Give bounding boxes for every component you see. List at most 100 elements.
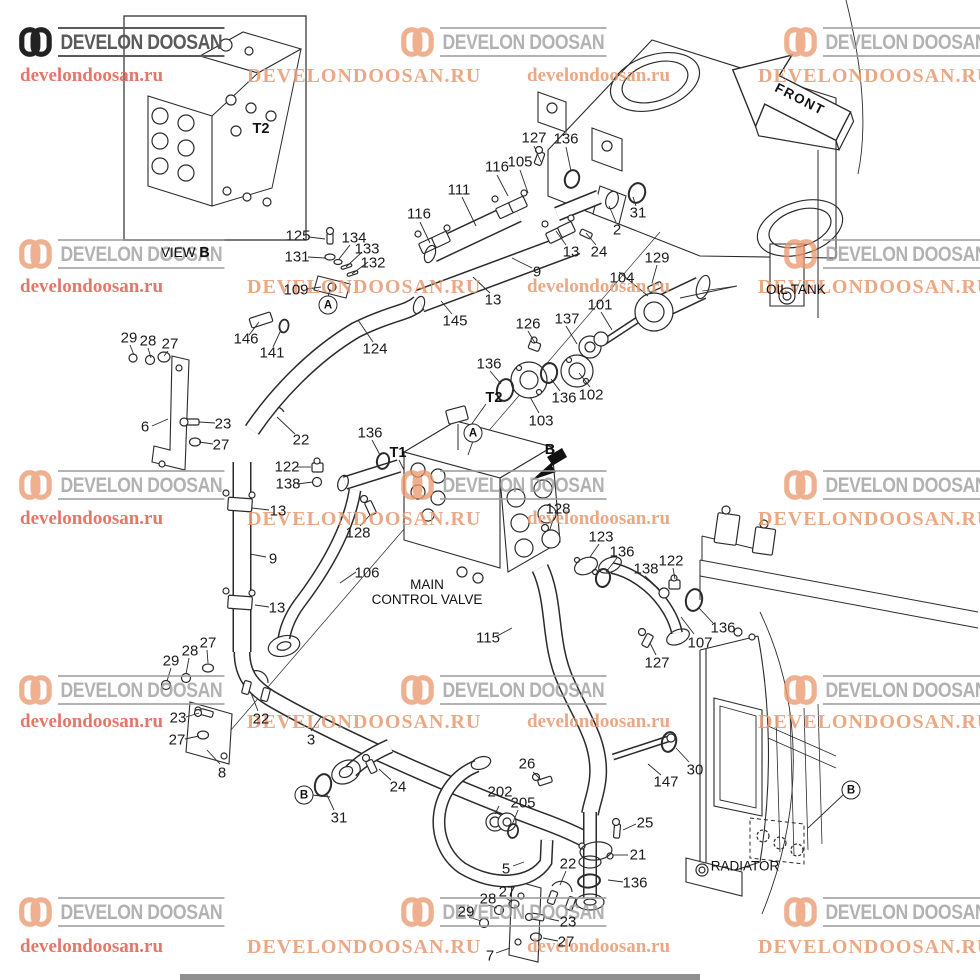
fitting-rect: [241, 680, 252, 695]
leader-line: [461, 196, 477, 227]
detail-marker-b: B: [841, 780, 861, 800]
develon-doosan-logo-text: DEVELON DOOSAN: [58, 238, 225, 270]
leader-line: [184, 735, 200, 740]
fitting-circle: [151, 107, 169, 125]
fitting-rect: [431, 231, 451, 248]
fitting-circle: [514, 938, 522, 946]
fitting-circle: [568, 362, 586, 380]
oring-ellipse: [338, 765, 354, 779]
leader-line: [249, 553, 267, 558]
fitting-circle: [175, 364, 183, 372]
fitting-circle: [519, 370, 539, 390]
leader-line: [807, 794, 844, 829]
fitting-circle: [222, 489, 230, 497]
oring-ellipse: [267, 634, 301, 658]
fitting-rect: [641, 633, 654, 648]
leader-line: [675, 747, 690, 763]
pipe-body: [612, 737, 669, 759]
leader-line: [549, 516, 555, 530]
pipe-body: [434, 761, 552, 886]
fitting-circle: [540, 523, 550, 533]
fitting-circle: [359, 494, 369, 504]
view-b-caption-text: VIEW: [161, 245, 196, 260]
leader-line: [532, 771, 542, 781]
port-label: T2: [485, 390, 503, 406]
part-number-label: 122: [274, 458, 300, 476]
fitting-rect: [579, 228, 593, 240]
diagram-path: [551, 880, 573, 893]
fitting-rect: [364, 500, 377, 516]
fitting-circle: [531, 772, 541, 782]
fitting-circle: [748, 633, 756, 641]
leader-line: [550, 378, 561, 392]
develon-doosan-logo: DEVELON DOOSAN: [18, 25, 261, 59]
diagram-path: [719, 705, 757, 809]
fitting-circle: [537, 504, 557, 524]
develon-doosan-logo: DEVELON DOOSAN: [18, 895, 261, 929]
part-number-label: 136: [622, 874, 648, 892]
leader-line: [467, 440, 474, 456]
leader-line: [357, 319, 374, 343]
oring-ellipse: [507, 823, 519, 839]
leader-line: [185, 712, 200, 718]
fitting-circle: [578, 842, 586, 850]
part-number-label: 145: [442, 312, 468, 330]
oring-ellipse: [563, 169, 581, 189]
front-arrow: [731, 53, 852, 142]
part-number-label: 137: [554, 310, 580, 328]
fitting-circle: [144, 354, 156, 366]
fitting-circle: [245, 102, 257, 114]
pipe-body: [610, 563, 682, 634]
part-number-label: 13: [268, 599, 286, 617]
part-number-label: 23: [169, 709, 187, 727]
leader-line: [545, 917, 560, 922]
leader-line: [359, 514, 371, 527]
fitting-rect: [537, 775, 553, 787]
oring-ellipse: [157, 351, 171, 363]
part-number-label: 27: [212, 436, 230, 454]
diagram-path: [775, 703, 823, 857]
oring-ellipse: [508, 899, 520, 909]
develon-doosan-logo: DEVELON DOOSAN: [18, 673, 261, 707]
detail-marker-a: A: [463, 423, 483, 443]
part-number-label: 28: [181, 642, 199, 660]
part-number-label: 23: [214, 415, 232, 433]
pipe-body: [533, 564, 606, 816]
part-number-label: 127: [644, 654, 670, 672]
develon-doosan-logo-text: DEVELON DOOSAN: [440, 674, 607, 706]
diagram-path: [123, 15, 307, 241]
leader-line: [272, 329, 282, 348]
leader-line: [251, 507, 270, 511]
diagram-path: [185, 701, 233, 765]
leader-line: [505, 897, 513, 903]
part-number-label: 13: [484, 291, 502, 309]
develon-doosan-logo-text: DEVELON DOOSAN: [440, 26, 607, 58]
oil-tank-caption: OIL TANK: [766, 282, 826, 297]
doosan-chainlink-icon: [401, 27, 434, 57]
leader-line: [529, 396, 540, 414]
fitting-circle: [472, 572, 484, 584]
leader-line: [600, 311, 613, 331]
leader-line: [185, 657, 190, 675]
watermark-url-caps: DEVELONDOOSAN.RU: [247, 276, 482, 298]
develon-doosan-logo: DEVELON DOOSAN: [783, 895, 980, 929]
develon-doosan-logo: DEVELON DOOSAN: [18, 237, 261, 271]
view-b-caption: VIEW B: [161, 245, 210, 261]
develon-doosan-logo-text: DEVELON DOOSAN: [58, 26, 225, 58]
doosan-chainlink-icon: [19, 897, 52, 927]
leader-line: [607, 879, 624, 883]
part-number-label: 29: [457, 903, 475, 921]
port-label: T1: [389, 445, 407, 461]
fitting-circle: [313, 457, 321, 465]
part-number-label: 126: [515, 315, 541, 333]
pipe-body: [602, 317, 641, 344]
oring-ellipse: [470, 755, 492, 771]
leader-line: [254, 604, 270, 608]
leader-line: [496, 174, 509, 197]
fitting-circle: [584, 341, 596, 353]
leader-line: [512, 861, 525, 867]
part-number-label: 138: [275, 475, 301, 493]
fitting-circle: [177, 114, 195, 132]
fitting-circle: [151, 132, 169, 150]
oring-ellipse: [578, 855, 602, 869]
